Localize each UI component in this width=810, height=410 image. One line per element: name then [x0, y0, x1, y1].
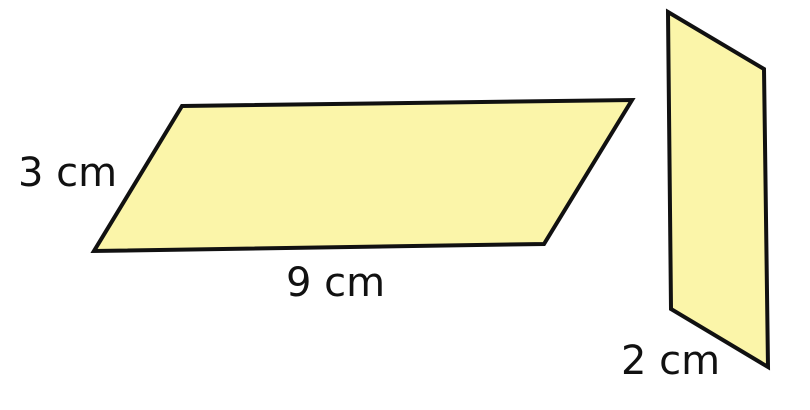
left-side-label: 3 cm: [18, 150, 117, 196]
base-label: 9 cm: [286, 260, 385, 306]
tall-parallelogram: [665, 8, 771, 371]
wide-parallelogram: [90, 97, 636, 254]
right-bottom-label: 2 cm: [621, 338, 720, 384]
